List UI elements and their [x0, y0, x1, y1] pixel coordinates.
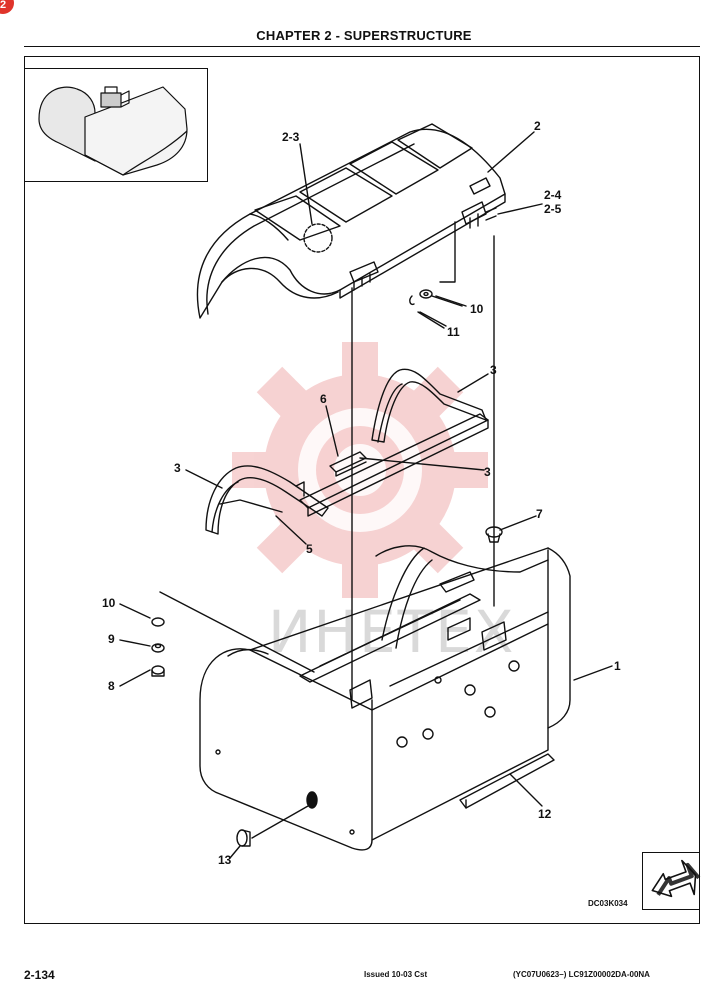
callout-10-left: 10: [102, 596, 116, 610]
strip-part: [459, 753, 555, 809]
top-cover-part: [196, 123, 506, 701]
next-page-button[interactable]: [642, 852, 701, 910]
callout-13: 13: [218, 853, 232, 867]
base-part: [159, 545, 571, 851]
frame-part: [205, 368, 489, 535]
callout-1: 1: [614, 659, 621, 673]
callout-5: 5: [306, 542, 313, 556]
chapter-title: CHAPTER 2 - SUPERSTRUCTURE: [256, 28, 472, 43]
callout-8: 8: [108, 679, 115, 693]
callout-7: 7: [536, 507, 543, 521]
header-divider: [24, 46, 700, 47]
callout-10-top: 10: [470, 302, 484, 316]
callout-3-center: 3: [484, 465, 491, 479]
callout-3-left: 3: [174, 461, 181, 475]
machine-overview-icon: [38, 86, 188, 176]
callout-2-4: 2-4: [544, 188, 562, 202]
page-number: 2-134: [24, 968, 55, 982]
callout-3-right: 3: [490, 363, 497, 377]
callout-2: 2: [534, 119, 541, 133]
callout-9: 9: [108, 632, 115, 646]
corner-badge: 2: [0, 0, 14, 14]
callout-6: 6: [320, 392, 327, 406]
callout-12: 12: [538, 807, 552, 821]
callout-2-5: 2-5: [544, 202, 562, 216]
callout-2-3: 2-3: [282, 130, 300, 144]
callout-11: 11: [447, 325, 460, 339]
arrow-next-page-icon: [651, 859, 701, 898]
document-reference: (YC07U0623–) LC91Z00002DA-00NA: [513, 970, 650, 979]
figure-code: DC03K034: [588, 899, 628, 908]
issued-date: Issued 10-03 Cst: [364, 970, 428, 979]
location-inset: [24, 68, 208, 182]
figure-frame: [24, 56, 700, 924]
